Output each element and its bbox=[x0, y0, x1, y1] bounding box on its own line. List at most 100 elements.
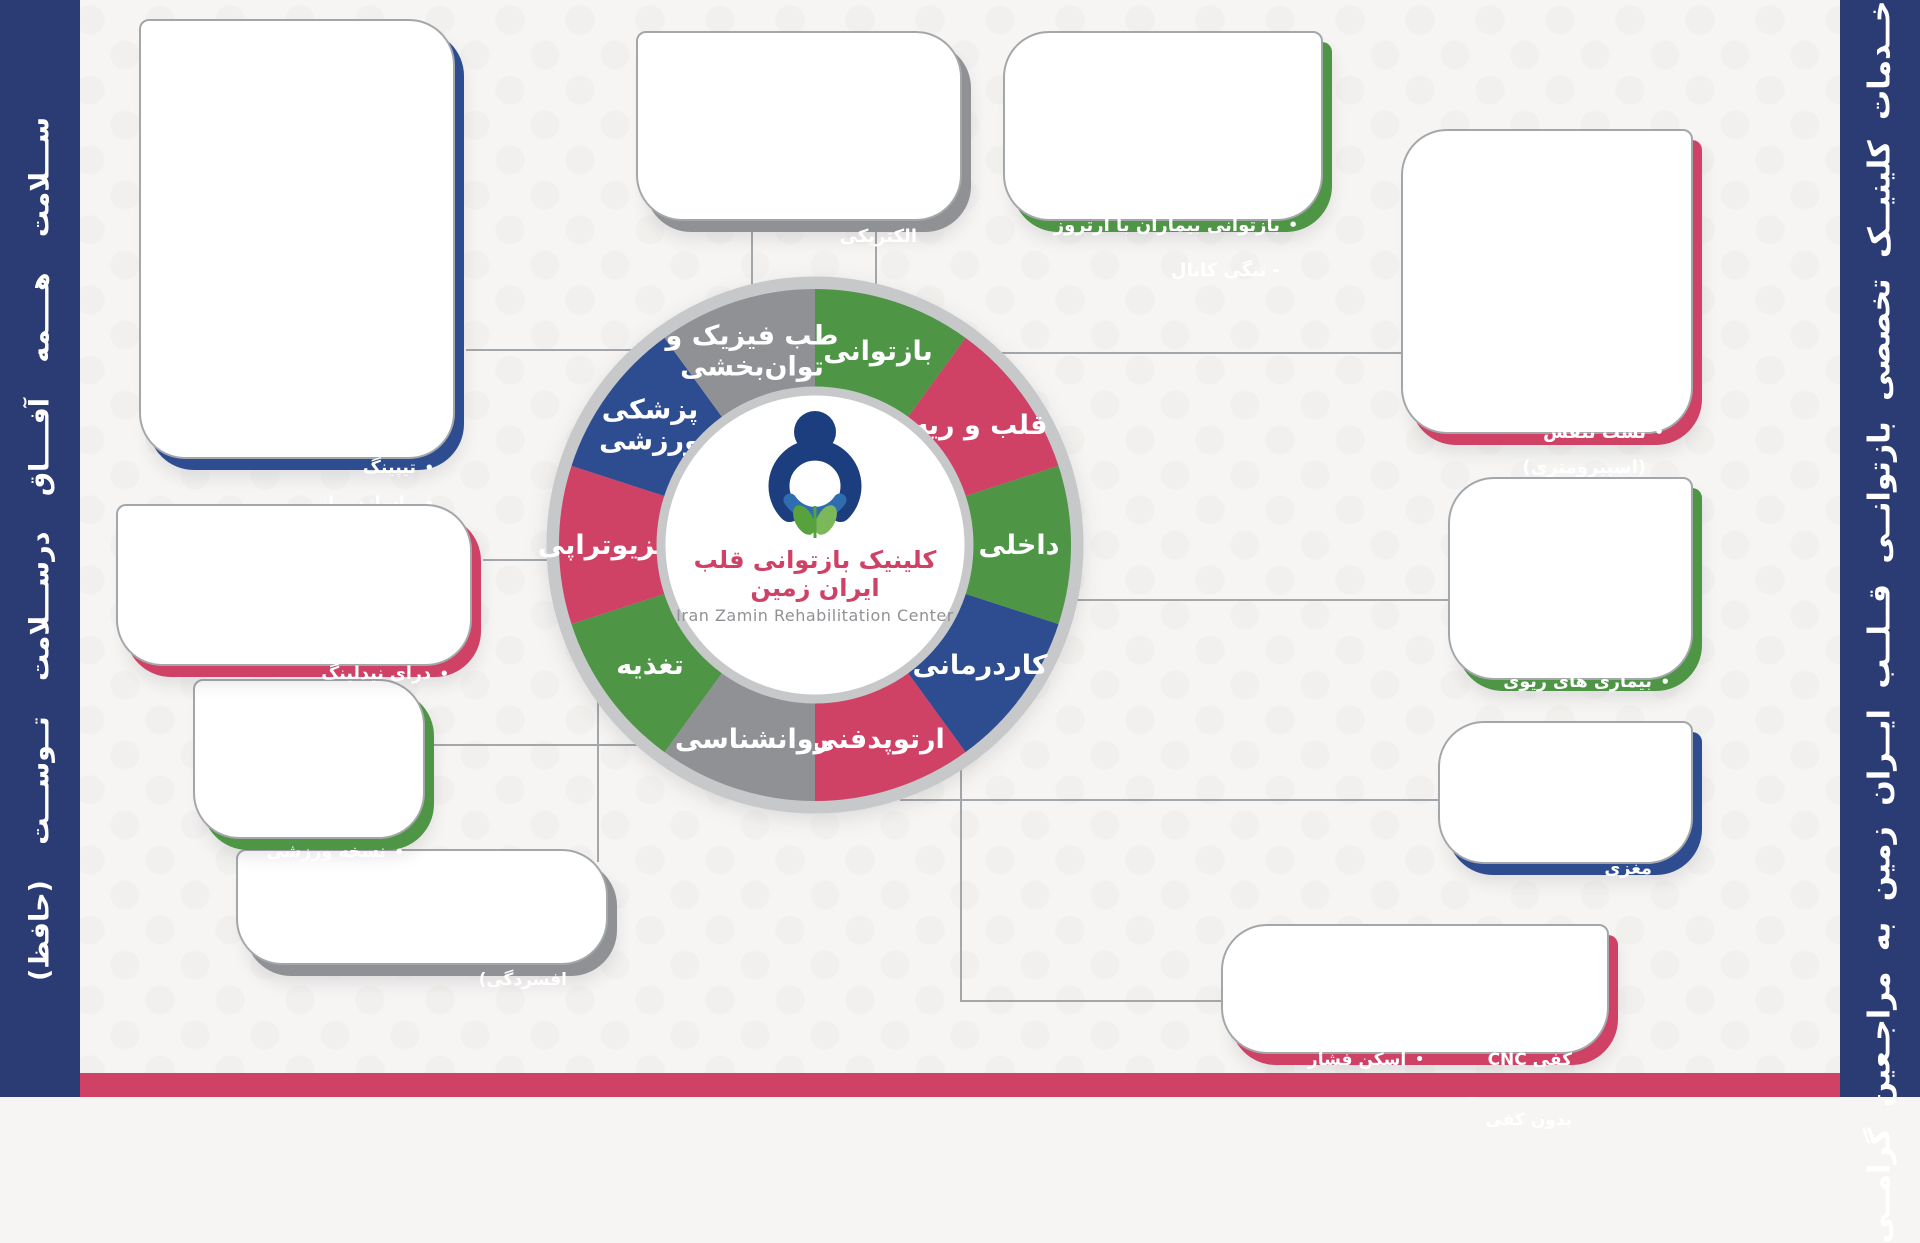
service-item: بیوفیدبک واژینال bbox=[679, 142, 937, 180]
box-physical-medicine-services: تشخیص ناهنجاری های اسکلتی-عضلانی و قامتی… bbox=[148, 30, 464, 586]
service-item: لیزرتراپی پرتوان bbox=[312, 535, 451, 597]
box-rehabilitation-services: بازتوانی قلبی با مانیتورینگبازتوانی دیاب… bbox=[1012, 42, 1332, 281]
service-list-left: اسکن داینامیک و استاتیکاسکن سه بعدیاسکن … bbox=[1256, 955, 1426, 1135]
service-item: طب سوزنی با تحریک الکتریکی bbox=[679, 180, 937, 256]
service-item: ترک دخانیات bbox=[275, 872, 587, 903]
service-list: توانبخشی دیابتتوانبخشی MSتوانبخشی سکته م… bbox=[1477, 754, 1672, 886]
service-item: توانبخشی دیابت bbox=[1477, 754, 1672, 787]
wheel-center: کلینیک بازتوانی قلب ایران زمین Iran Zami… bbox=[665, 408, 965, 625]
service-item: نوار عصب و عضله bbox=[679, 66, 937, 104]
service-item: درمان بیماری های عضلانی- اسکلتی bbox=[176, 198, 436, 270]
box-neuro-rehab-services: توانبخشی دیابتتوانبخشی MSتوانبخشی سکته م… bbox=[1447, 732, 1702, 879]
service-item: نسخه ورزشی bbox=[230, 836, 406, 868]
wheel-segment-label: بازتوانی bbox=[823, 336, 933, 367]
wheel-segment-7 bbox=[558, 465, 669, 625]
box-psychology-services: ترک دخانیاتتشخیص و درمان اختلالات روانی-… bbox=[245, 860, 617, 990]
connector-line bbox=[483, 559, 583, 561]
right-vertical-bar: خــدمات کلینیــک تخصصی بازتوانــی قــلــ… bbox=[1840, 0, 1920, 1243]
box-internal-medicine-services: کلینیک دیابتبیماری های گوارشیکم خونیاختل… bbox=[1457, 488, 1702, 698]
wheel-segment-0 bbox=[815, 289, 966, 421]
wheel-segment-label: تغذیه bbox=[616, 650, 684, 681]
service-list-right: تعمیر و ساخت کفیساخت صندل با کفی CNCساخت… bbox=[1444, 955, 1592, 1135]
service-list: نوار عصب و عضلهبیوفیدبک رکتالبیوفیدبک وا… bbox=[679, 66, 937, 256]
service-item: طب سوزنی تخصصی bbox=[176, 378, 436, 414]
service-item: شاک ویو bbox=[155, 597, 294, 628]
left-bar-text: ســـلامت هــــمه آفــــاق درســـلامت تــ… bbox=[24, 116, 55, 981]
service-item: تشخیص ناهنجاری های اسکلتی-عضلانی و قامتی bbox=[176, 54, 436, 126]
clinic-logo-icon bbox=[768, 411, 862, 538]
service-item: بیوفیدبک رکتال bbox=[679, 104, 937, 142]
connector-line bbox=[466, 349, 640, 351]
service-item: اسکن سه بعدی bbox=[1256, 1015, 1426, 1045]
service-list: کلینیک دیابتبیماری های گوارشیکم خونیاختل… bbox=[1487, 512, 1672, 698]
service-list: بازتوانی قلبی با مانیتورینگبازتوانی دیاب… bbox=[1044, 68, 1300, 293]
service-item: تیپینگ bbox=[176, 450, 436, 486]
service-item: بازتوانی بیماران با آرتروز - تنگی کانال bbox=[1044, 203, 1300, 293]
service-item: تست تنفس (اسپیرومتری) bbox=[1446, 415, 1666, 485]
wheel-segment-label: روانشناسی bbox=[675, 724, 829, 755]
service-item: توانبخشی سکته مغزی bbox=[1477, 820, 1672, 886]
clinic-title-en: Iran Zamin Rehabilitation Center bbox=[676, 606, 954, 625]
bottom-accent-strip bbox=[80, 1073, 1840, 1097]
service-item: هولتر ریتم قلب bbox=[1446, 310, 1666, 345]
box-physiotherapy-services: لیزرتراپی پرتوانتکارتراپیتمرین درمانیدرا… bbox=[125, 515, 481, 690]
connector-line bbox=[1002, 352, 1413, 354]
wheel-segment-2 bbox=[961, 465, 1072, 625]
service-item: تناسب اندام bbox=[230, 804, 406, 836]
connector-line bbox=[597, 660, 599, 862]
connector-line bbox=[751, 222, 753, 300]
clinic-title-fa: کلینیک بازتوانی قلب ایران زمین bbox=[693, 546, 937, 602]
service-item: سنجش ترکیب بدنی bbox=[230, 708, 406, 772]
service-item: اختلالات غددی bbox=[1487, 636, 1672, 667]
service-list: ترک دخانیاتتشخیص و درمان اختلالات روانی-… bbox=[275, 872, 587, 996]
service-item: مگنت تراپی bbox=[155, 628, 294, 659]
service-item: رژیم درمانی bbox=[230, 772, 406, 804]
connector-line bbox=[900, 799, 1450, 801]
connector-line bbox=[875, 222, 877, 300]
wheel-segment-5 bbox=[664, 669, 815, 801]
service-item: تزریقات داخل مفصلی bbox=[176, 342, 436, 378]
service-item: درای نیدلینگ bbox=[312, 659, 451, 690]
service-item: کم خونی bbox=[1487, 605, 1672, 636]
service-item: تست ورزش با دوچرخه bbox=[1446, 205, 1666, 275]
box-cardiopulmonary-services: اکوکاردیوگرافی رنگیتست ورزش با دوچرخهتست… bbox=[1410, 140, 1702, 478]
connector-elbow bbox=[960, 740, 1232, 1002]
service-item: هولتر فشار خون bbox=[1446, 345, 1666, 380]
service-item: مکانوتراپی bbox=[155, 566, 294, 597]
service-item: اسکن فشار bbox=[1256, 1045, 1426, 1075]
service-item: لیزرتراپی پرتوان bbox=[176, 414, 436, 450]
wheel-segment-label: داخلی bbox=[979, 530, 1060, 561]
service-item: بازتوانی دیابت bbox=[1044, 158, 1300, 203]
service-item: بیماری های گوارشی bbox=[1487, 543, 1672, 605]
service-item: تست ورزش با تردمیل bbox=[1446, 275, 1666, 310]
wheel-outer-ring bbox=[546, 276, 1084, 814]
service-item: درمان آسیب های ورزشی و غیر ورزشی bbox=[176, 270, 436, 342]
service-item: کلینیک دیابت bbox=[1487, 512, 1672, 543]
service-item: تعمیر و ساخت کفی bbox=[1444, 955, 1592, 1015]
box-electrodiagnosis-services: نوار عصب و عضلهبیوفیدبک رکتالبیوفیدبک وا… bbox=[645, 42, 971, 247]
service-list-left: الکتروتراپیمکانوتراپیشاک ویومگنت تراپی bbox=[155, 535, 294, 690]
infographic-stage: ســـلامت هــــمه آفــــاق درســـلامت تــ… bbox=[0, 0, 1920, 1097]
service-item: اکوکاردیوگرافی رنگی bbox=[1446, 170, 1666, 205]
wheel-segment-label: قلب و ریه bbox=[913, 410, 1048, 441]
wheel-segment-label: ارتوپدفنی bbox=[811, 724, 945, 755]
box-orthotics-services: تعمیر و ساخت کفیساخت صندل با کفی CNCساخت… bbox=[1230, 935, 1618, 1130]
service-item: پلاکت درمانی مفاصل (PRP) bbox=[176, 126, 436, 198]
service-list: اکوکاردیوگرافی رنگیتست ورزش با دوچرخهتست… bbox=[1446, 170, 1666, 485]
service-item: بیماری های ریوی bbox=[1487, 667, 1672, 698]
right-bar-text: خــدمات کلینیــک تخصصی بازتوانــی قــلــ… bbox=[1862, 0, 1897, 1243]
service-item: نوار قلب bbox=[1446, 380, 1666, 415]
wheel-segment-9 bbox=[664, 289, 815, 421]
wheel-inner-circle bbox=[656, 386, 974, 704]
service-item: ساخت صندل با کفی CNC bbox=[1444, 1015, 1592, 1075]
service-list: سنجش ترکیب بدنیرژیم درمانیتناسب اندامنسخ… bbox=[230, 708, 406, 868]
service-item: الکتروتراپی bbox=[155, 535, 294, 566]
box-nutrition-services: سنجش ترکیب بدنیرژیم درمانیتناسب اندامنسخ… bbox=[202, 690, 434, 868]
service-item: توانبخشی MS bbox=[1477, 787, 1672, 820]
service-item: تشخیص و درمان اختلالات روانی- عاطفی (اضط… bbox=[275, 903, 587, 996]
service-item: اسکن داینامیک و استاتیک bbox=[1256, 955, 1426, 1015]
connector-line bbox=[434, 744, 677, 746]
